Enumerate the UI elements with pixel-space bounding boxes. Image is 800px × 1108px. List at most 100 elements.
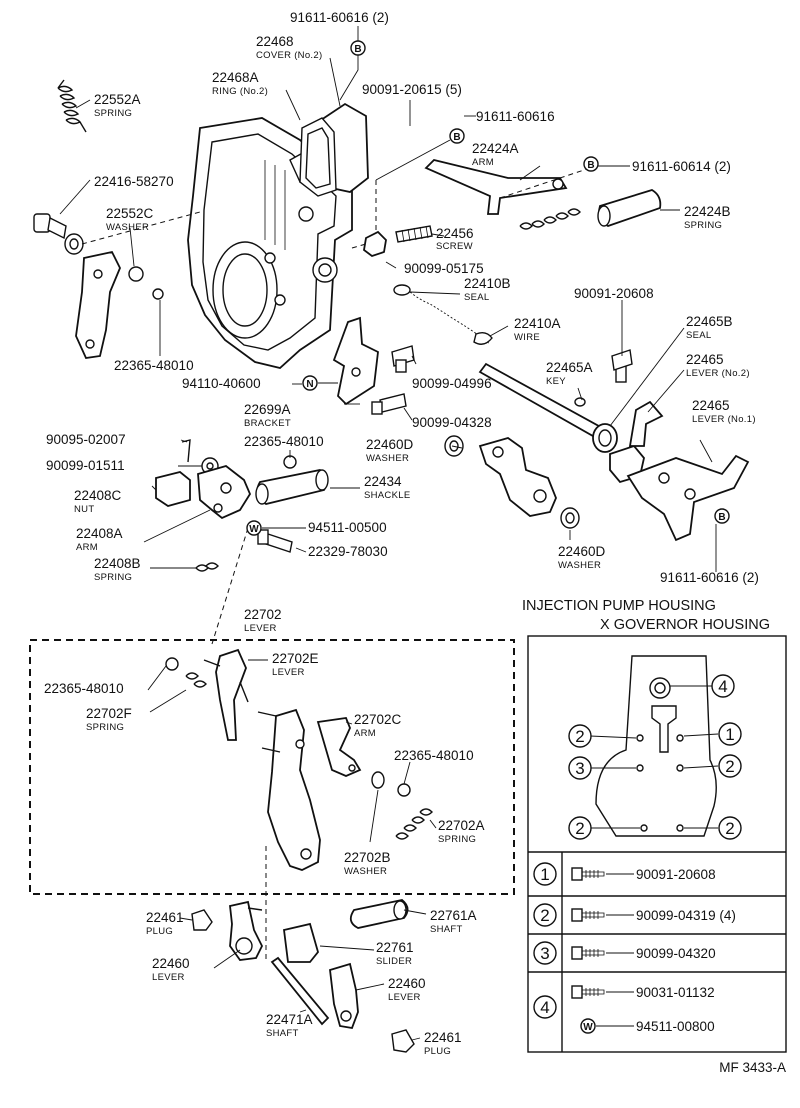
inset-marker-2c[interactable]: 2 bbox=[568, 816, 592, 840]
callout-22329-78030[interactable]: 22329-78030 bbox=[308, 544, 388, 559]
housing-section: INJECTION PUMP HOUSING X GOVERNOR HOUSIN… bbox=[522, 598, 787, 1053]
spring-22552A-drawing bbox=[57, 79, 87, 133]
bolt-table-row-3[interactable]: 3 90099-04320 bbox=[533, 941, 716, 965]
svg-text:22702A: 22702A bbox=[438, 818, 485, 833]
callout-91611-60614-2[interactable]: 91611-60614 (2) bbox=[632, 159, 731, 174]
inset-marker-2d[interactable]: 2 bbox=[718, 816, 742, 840]
callout-22365-48010-a[interactable]: 22365-48010 bbox=[114, 358, 194, 373]
svg-text:LEVER: LEVER bbox=[272, 667, 305, 678]
svg-text:22465A: 22465A bbox=[546, 360, 593, 375]
svg-text:SEAL: SEAL bbox=[686, 330, 712, 341]
svg-text:22471A: 22471A bbox=[266, 1012, 313, 1027]
svg-text:RING (No.2): RING (No.2) bbox=[212, 86, 268, 97]
svg-text:22424A: 22424A bbox=[472, 141, 519, 156]
inset-marker-3[interactable]: 3 bbox=[568, 756, 592, 780]
svg-text:COVER (No.2): COVER (No.2) bbox=[256, 50, 322, 61]
callout-22365-48010-c[interactable]: 22365-48010 bbox=[44, 681, 124, 696]
svg-text:2: 2 bbox=[725, 819, 734, 838]
section-title-line1: INJECTION PUMP HOUSING bbox=[522, 598, 716, 614]
inset-marker-2b[interactable]: 2 bbox=[718, 754, 742, 778]
callout-90099-05175[interactable]: 90099-05175 bbox=[404, 261, 484, 276]
callout-90091-20608[interactable]: 90091-20608 bbox=[574, 286, 654, 301]
svg-text:ARM: ARM bbox=[472, 157, 494, 168]
svg-text:22365-48010: 22365-48010 bbox=[244, 434, 324, 449]
lower-parts-drawing bbox=[191, 899, 415, 1053]
callout-94511-00500[interactable]: 94511-00500 bbox=[308, 520, 387, 535]
svg-text:90091-20608: 90091-20608 bbox=[574, 286, 654, 301]
svg-text:SPRING: SPRING bbox=[94, 572, 132, 583]
svg-text:KEY: KEY bbox=[546, 376, 566, 387]
inset-marker-4[interactable]: 4 bbox=[711, 674, 735, 698]
callout-94110-40600[interactable]: 94110-40600 bbox=[182, 376, 261, 391]
bolt-table-row-1[interactable]: 1 90091-20608 bbox=[533, 862, 716, 886]
arm-22408A-drawing bbox=[155, 439, 252, 572]
svg-text:WASHER: WASHER bbox=[558, 560, 601, 571]
callout-90099-04328[interactable]: 90099-04328 bbox=[412, 415, 492, 430]
svg-text:22465: 22465 bbox=[686, 352, 724, 367]
callout-91611-60616-2-top[interactable]: 91611-60616 (2) bbox=[290, 10, 389, 25]
lever-shaft-drawing bbox=[478, 349, 750, 542]
svg-text:22468A: 22468A bbox=[212, 70, 259, 85]
callout-22365-48010-b[interactable]: 22365-48010 bbox=[244, 434, 324, 449]
svg-text:W: W bbox=[583, 1022, 593, 1033]
callout-90095-02007[interactable]: 90095-02007 bbox=[46, 432, 126, 447]
svg-text:2: 2 bbox=[540, 906, 549, 925]
marker-b-4: B bbox=[718, 512, 725, 523]
svg-text:3: 3 bbox=[540, 944, 549, 963]
bolt-table-row-2[interactable]: 2 90099-04319 (4) bbox=[533, 903, 736, 927]
svg-text:LEVER: LEVER bbox=[244, 623, 277, 634]
callout-22365-48010-d[interactable]: 22365-48010 bbox=[394, 748, 474, 763]
svg-text:22461: 22461 bbox=[424, 1030, 462, 1045]
svg-text:90095-02007: 90095-02007 bbox=[46, 432, 126, 447]
bolt-table-row-4[interactable]: 4 90031-01132 W 94511-00800 bbox=[533, 985, 715, 1034]
svg-text:90099-05175: 90099-05175 bbox=[404, 261, 484, 276]
callout-90091-20615[interactable]: 90091-20615 (5) bbox=[362, 82, 462, 97]
callout-22416-58270[interactable]: 22416-58270 bbox=[94, 174, 174, 189]
callout-90099-04996[interactable]: 90099-04996 bbox=[412, 376, 492, 391]
lever-assembly-box bbox=[29, 639, 515, 895]
callout-90099-01511[interactable]: 90099-01511 bbox=[46, 458, 125, 473]
callout-91611-60616-2-right[interactable]: 91611-60616 (2) bbox=[660, 570, 759, 585]
callout-91611-60616[interactable]: 91611-60616 bbox=[476, 109, 555, 124]
inset-marker-2a[interactable]: 2 bbox=[568, 724, 592, 748]
svg-text:22702E: 22702E bbox=[272, 651, 319, 666]
svg-text:22365-48010: 22365-48010 bbox=[114, 358, 194, 373]
inset-marker-1[interactable]: 1 bbox=[718, 722, 742, 746]
svg-text:22552C: 22552C bbox=[106, 206, 154, 221]
